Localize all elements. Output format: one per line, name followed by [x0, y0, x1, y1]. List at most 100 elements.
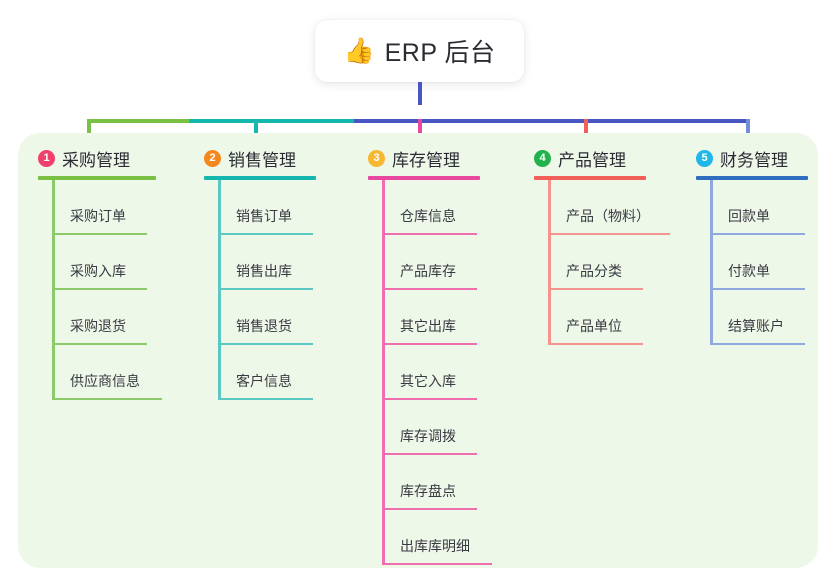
leaf-item[interactable]: 客户信息 — [204, 345, 316, 400]
leaf-rule — [382, 343, 477, 345]
branch-body: 回款单付款单结算账户 — [696, 180, 808, 345]
leaf-rule — [218, 343, 313, 345]
leaf-rule — [548, 343, 643, 345]
branch-header-rule — [368, 176, 480, 180]
leaf-label: 供应商信息 — [70, 373, 140, 389]
leaf-label: 其它出库 — [400, 318, 456, 334]
branch-badge-icon: 2 — [204, 149, 221, 167]
leaf-label: 产品单位 — [566, 318, 622, 334]
branch-trunk-line — [548, 180, 551, 345]
branch-badge-icon: 5 — [696, 149, 713, 167]
leaf-item[interactable]: 采购退货 — [38, 290, 156, 345]
leaf-rule — [218, 233, 313, 235]
leaf-rule — [710, 343, 805, 345]
leaf-label: 其它入库 — [400, 373, 456, 389]
diagram-panel — [18, 133, 818, 568]
leaf-label: 出库库明细 — [400, 538, 470, 554]
branch-title: 财务管理 — [720, 150, 788, 170]
leaf-label: 销售出库 — [236, 263, 292, 279]
branch-header-rule — [38, 176, 156, 180]
leaf-item[interactable]: 销售出库 — [204, 235, 316, 290]
branch-body: 仓库信息产品库存其它出库其它入库库存调拨库存盘点出库库明细 — [368, 180, 492, 565]
leaf-item[interactable]: 采购订单 — [38, 180, 156, 235]
branch-column-3: 3 库存管理仓库信息产品库存其它出库其它入库库存调拨库存盘点出库库明细 — [368, 147, 492, 565]
leaf-item[interactable]: 供应商信息 — [38, 345, 162, 400]
branch-column-5: 5 财务管理回款单付款单结算账户 — [696, 147, 808, 345]
leaf-rule — [548, 288, 643, 290]
root-stem-connector — [418, 82, 422, 105]
leaf-rule — [52, 343, 147, 345]
leaf-item[interactable]: 仓库信息 — [368, 180, 480, 235]
leaf-rule — [218, 398, 313, 400]
branch-column-1: 1 采购管理采购订单采购入库采购退货供应商信息 — [38, 147, 162, 400]
branch-header-4[interactable]: 4 产品管理 — [534, 147, 646, 170]
branch-trunk-line — [382, 180, 385, 565]
leaf-label: 付款单 — [728, 263, 770, 279]
leaf-item[interactable]: 库存调拨 — [368, 400, 480, 455]
branch-column-4: 4 产品管理产品（物料）产品分类产品单位 — [534, 147, 670, 345]
branch-body: 销售订单销售出库销售退货客户信息 — [204, 180, 316, 400]
leaf-item[interactable]: 销售订单 — [204, 180, 316, 235]
root-node[interactable]: 👍 ERP 后台 — [315, 20, 524, 82]
branch-header-rule — [696, 176, 808, 180]
leaf-item[interactable]: 回款单 — [696, 180, 808, 235]
leaf-label: 回款单 — [728, 208, 770, 224]
leaf-rule — [52, 233, 147, 235]
leaf-item[interactable]: 付款单 — [696, 235, 808, 290]
leaf-item[interactable]: 其它出库 — [368, 290, 480, 345]
thumbs-up-icon: 👍 — [343, 36, 375, 65]
branch-badge-icon: 4 — [534, 149, 551, 167]
branch-header-rule — [204, 176, 316, 180]
leaf-item[interactable]: 产品（物料） — [534, 180, 670, 235]
leaf-item[interactable]: 出库库明细 — [368, 510, 492, 565]
leaf-item[interactable]: 产品库存 — [368, 235, 480, 290]
branch-trunk-line — [710, 180, 713, 345]
branch-trunk-line — [218, 180, 221, 400]
branch-title: 库存管理 — [392, 150, 460, 170]
branch-header-rule — [534, 176, 646, 180]
leaf-rule — [52, 288, 147, 290]
leaf-label: 采购退货 — [70, 318, 126, 334]
leaf-label: 客户信息 — [236, 373, 292, 389]
leaf-rule — [382, 453, 477, 455]
branch-trunk-line — [52, 180, 55, 400]
root-title: ERP 后台 — [384, 39, 496, 67]
leaf-rule — [382, 288, 477, 290]
bus-segment-green — [87, 119, 191, 123]
leaf-label: 产品库存 — [400, 263, 456, 279]
branch-header-5[interactable]: 5 财务管理 — [696, 147, 808, 170]
leaf-rule — [548, 233, 670, 235]
leaf-label: 结算账户 — [728, 318, 784, 334]
leaf-label: 销售退货 — [236, 318, 292, 334]
bus-segment-blue — [354, 119, 750, 123]
leaf-rule — [382, 508, 477, 510]
branch-badge-icon: 1 — [38, 149, 55, 167]
leaf-item[interactable]: 产品分类 — [534, 235, 646, 290]
leaf-label: 库存调拨 — [400, 428, 456, 444]
leaf-item[interactable]: 销售退货 — [204, 290, 316, 345]
leaf-label: 仓库信息 — [400, 208, 456, 224]
leaf-label: 库存盘点 — [400, 483, 456, 499]
leaf-label: 采购入库 — [70, 263, 126, 279]
bus-segment-teal — [189, 119, 356, 123]
leaf-item[interactable]: 库存盘点 — [368, 455, 480, 510]
leaf-item[interactable]: 其它入库 — [368, 345, 480, 400]
branch-title: 产品管理 — [558, 150, 626, 170]
branch-header-1[interactable]: 1 采购管理 — [38, 147, 156, 170]
leaf-rule — [710, 233, 805, 235]
leaf-label: 采购订单 — [70, 208, 126, 224]
leaf-rule — [382, 563, 492, 565]
leaf-rule — [52, 398, 162, 400]
leaf-rule — [382, 233, 477, 235]
branch-body: 产品（物料）产品分类产品单位 — [534, 180, 670, 345]
leaf-label: 销售订单 — [236, 208, 292, 224]
leaf-rule — [710, 288, 805, 290]
leaf-item[interactable]: 产品单位 — [534, 290, 646, 345]
leaf-item[interactable]: 结算账户 — [696, 290, 808, 345]
branch-title: 采购管理 — [62, 150, 130, 170]
branch-header-3[interactable]: 3 库存管理 — [368, 147, 480, 170]
leaf-item[interactable]: 采购入库 — [38, 235, 156, 290]
branch-badge-icon: 3 — [368, 149, 385, 167]
